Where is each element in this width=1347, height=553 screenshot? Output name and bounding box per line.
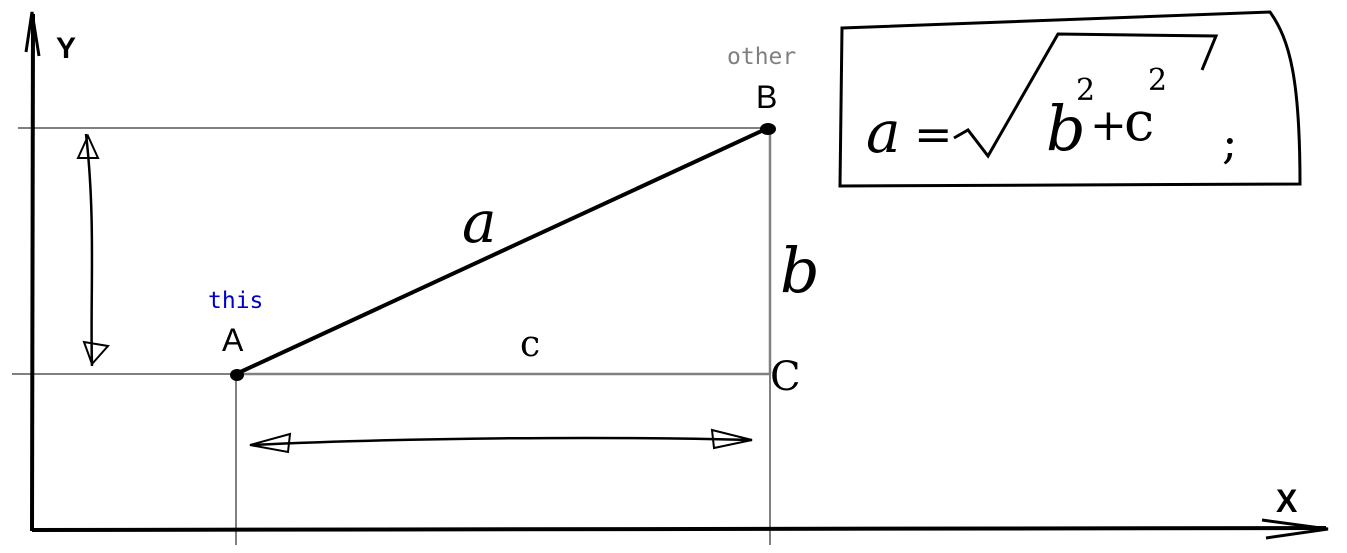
point-b-dot [760,123,776,135]
horizontal-dimension-arrow [251,436,753,447]
y-axis-label: Y [56,32,76,65]
x-axis-label: X [1276,483,1298,519]
y-axis [30,13,35,532]
horizontal-arrow-head-left [249,432,292,454]
vertical-dimension-arrow [84,133,94,367]
formula-c-exponent: 2 [1148,63,1167,98]
formula-equals: = [914,107,953,161]
y-axis-arrowhead [24,11,41,57]
formula-terminator: ; [1222,115,1238,169]
horizontal-arrow-head-right [710,428,753,450]
formula-b: b [1046,92,1086,165]
point-c-label: C [770,354,801,400]
side-c-label: c [520,324,540,365]
point-b-label: B [756,79,777,115]
vertical-arrow-head-bottom [82,340,110,366]
point-b-tag: other [727,44,796,70]
formula-b-exponent: 2 [1076,73,1095,108]
side-a-label: a [462,188,497,256]
point-a-tag: this [208,288,263,314]
side-b-label: b [780,234,820,307]
formula-plus: + [1090,100,1127,151]
formula-lhs: a [866,98,901,166]
x-axis [31,526,1327,532]
sqrt-sign [953,32,1219,159]
formula-box [838,10,1302,188]
point-a-label: A [222,322,244,358]
hypotenuse-a [235,126,769,376]
point-a-dot [230,369,244,381]
formula-c: c [1124,90,1154,153]
vertical-arrow-head-top [76,133,100,159]
x-axis-arrowhead [1261,518,1329,540]
